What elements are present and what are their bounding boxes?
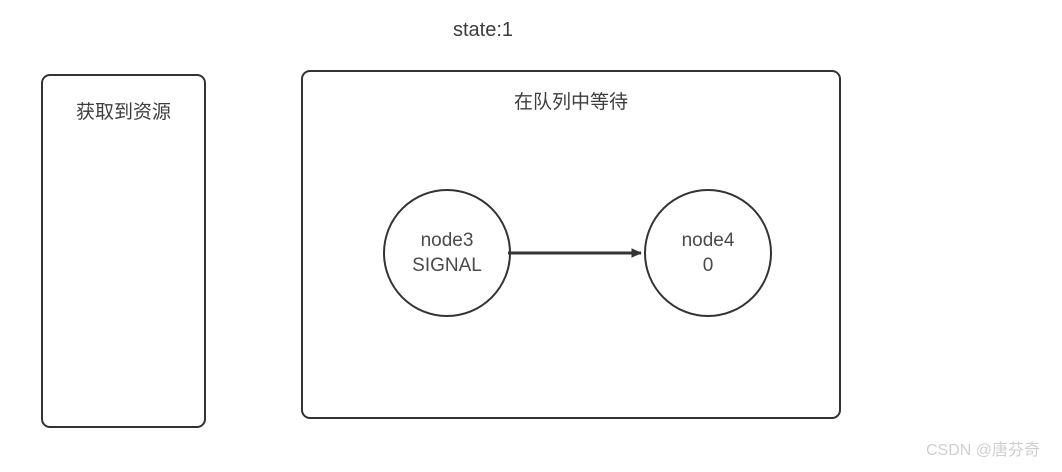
node-node3: node3 SIGNAL: [383, 189, 511, 317]
node-node3-status: SIGNAL: [412, 255, 482, 276]
state-box-acquired-label: 获取到资源: [75, 102, 171, 123]
node-node4-status: 0: [702, 255, 714, 276]
page-title: state:1: [452, 19, 514, 41]
state-box-waiting-label: 在队列中等待: [513, 92, 628, 113]
node-node4: node4 0: [644, 189, 772, 317]
node-node4-name: node4: [681, 230, 735, 251]
state-box-acquired: 获取到资源: [41, 74, 206, 428]
arrow-node3-to-node4-icon: [508, 248, 642, 258]
watermark: CSDN @唐芬奇: [925, 442, 1040, 459]
node-node3-name: node3: [420, 230, 474, 251]
